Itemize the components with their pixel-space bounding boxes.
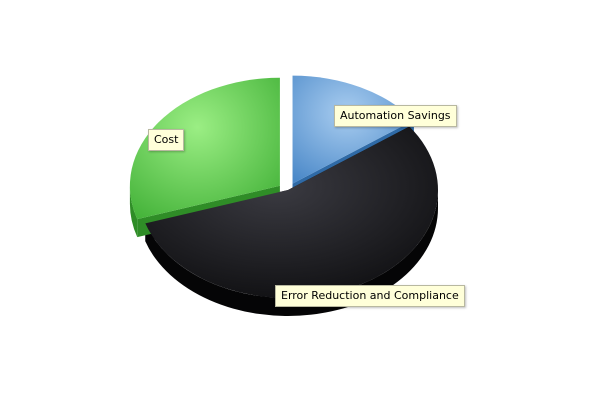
slice-wall-error-reduction-and-compliance — [145, 190, 438, 317]
slice-wall-cost — [129, 185, 138, 238]
slice-automation-savings — [292, 75, 414, 184]
slice-cost — [129, 77, 280, 220]
slice-label-automation-savings: Automation Savings — [334, 105, 457, 127]
slice-tops — [129, 75, 438, 298]
slice-label-error-reduction: Error Reduction and Compliance — [275, 285, 465, 307]
slice-error-reduction-and-compliance — [145, 126, 438, 298]
slice-label-cost: Cost — [148, 129, 185, 151]
